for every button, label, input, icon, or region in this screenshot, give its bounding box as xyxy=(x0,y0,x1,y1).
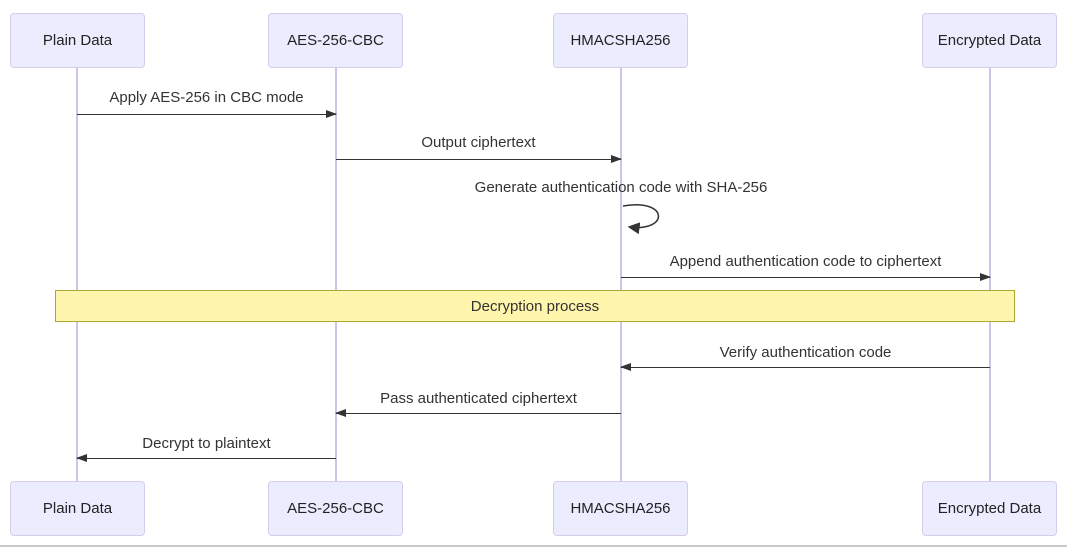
message-label: Pass authenticated ciphertext xyxy=(380,390,577,407)
lifeline-aes-256-cbc xyxy=(335,68,337,481)
message-label: Append authentication code to ciphertext xyxy=(669,253,942,270)
lifeline-hmacsha256 xyxy=(620,68,622,481)
actor-aes-256-cbc-bottom: AES-256-CBC xyxy=(268,481,403,536)
actor-encrypted-data-bottom: Encrypted Data xyxy=(922,481,1057,536)
actor-label: Encrypted Data xyxy=(937,500,1042,517)
actor-hmacsha256-top: HMACSHA256 xyxy=(553,13,688,68)
message-label: Apply AES-256 in CBC mode xyxy=(109,89,304,106)
note-label: Decryption process xyxy=(470,297,600,315)
actor-label: HMACSHA256 xyxy=(570,32,671,49)
arrowhead-left-icon xyxy=(76,453,87,462)
message-label: Verify authentication code xyxy=(719,344,892,361)
actor-plain-data-bottom: Plain Data xyxy=(10,481,145,536)
message-label: Decrypt to plaintext xyxy=(142,435,271,452)
message-arrow-left xyxy=(335,408,621,417)
arrowhead-right-icon xyxy=(326,109,337,118)
actor-label: Plain Data xyxy=(42,32,113,49)
actor-label: Plain Data xyxy=(42,500,113,517)
actor-hmacsha256-bottom: HMACSHA256 xyxy=(553,481,688,536)
actor-label: HMACSHA256 xyxy=(570,500,671,517)
note-decryption-process: Decryption process xyxy=(55,290,1015,322)
actor-plain-data-top: Plain Data xyxy=(10,13,145,68)
page-bottom-edge xyxy=(0,545,1067,547)
actor-label: Encrypted Data xyxy=(937,32,1042,49)
arrowhead-right-icon xyxy=(980,272,991,281)
actor-label: AES-256-CBC xyxy=(287,32,384,49)
actor-label: AES-256-CBC xyxy=(287,500,384,517)
lifeline-plain-data xyxy=(76,68,78,481)
self-loop-arrow xyxy=(622,204,660,235)
message-label: Generate authentication code with SHA-25… xyxy=(474,179,768,196)
message-arrow-right xyxy=(77,109,337,118)
message-label: Output ciphertext xyxy=(421,134,536,151)
message-arrow-right xyxy=(621,272,991,281)
arrowhead-left-icon xyxy=(620,362,631,371)
message-arrow-left xyxy=(620,362,990,371)
arrowhead-right-icon xyxy=(611,154,622,163)
actor-encrypted-data-top: Encrypted Data xyxy=(922,13,1057,68)
message-arrow-left xyxy=(76,453,336,462)
arrowhead-left-icon xyxy=(335,408,346,417)
message-arrow-right xyxy=(336,154,622,163)
actor-aes-256-cbc-top: AES-256-CBC xyxy=(268,13,403,68)
